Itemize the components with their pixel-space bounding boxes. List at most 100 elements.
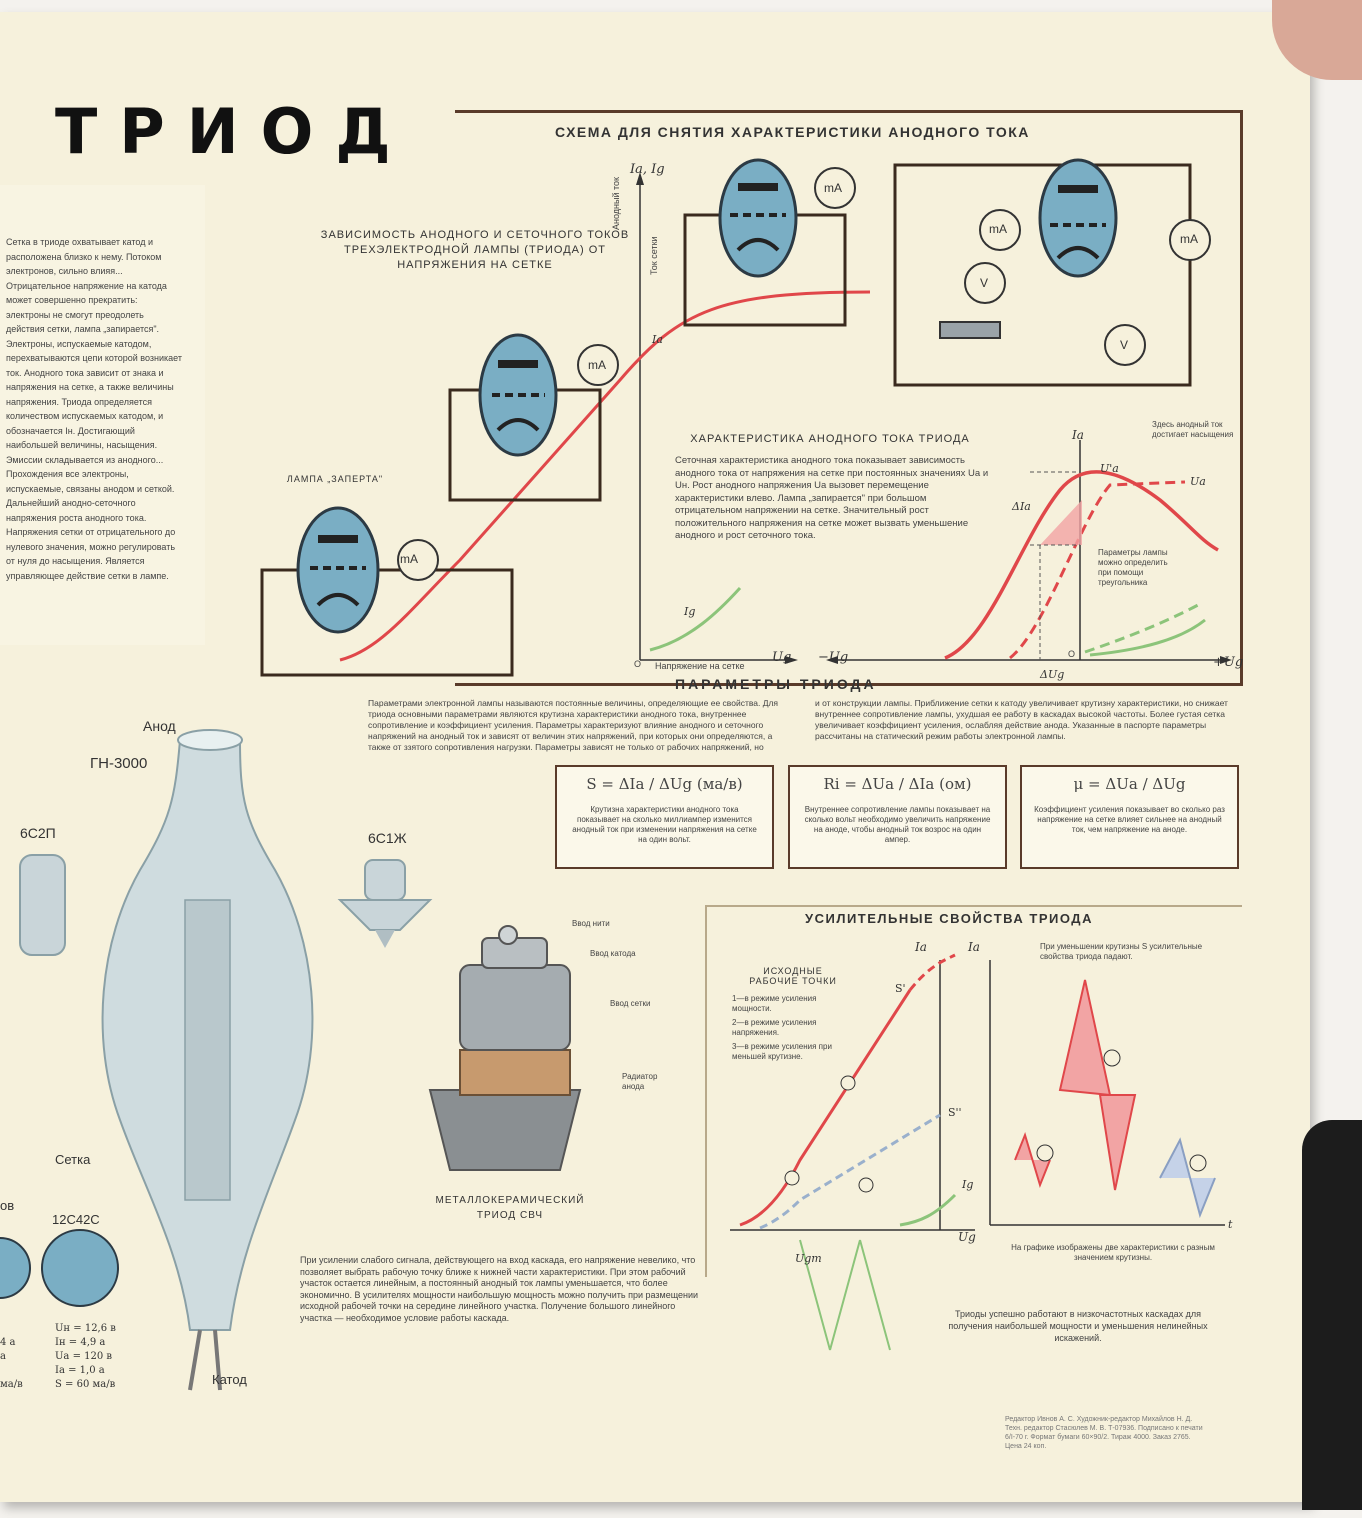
formula-slope: S = ΔIа / ΔUg (ма/в) xyxy=(586,775,743,793)
amp-slope-note: При уменьшении крутизны S усилительные с… xyxy=(1040,942,1203,961)
grid-label: Сетка xyxy=(55,1152,91,1167)
anode-characteristic-graph xyxy=(826,440,1232,664)
delta-ug: ΔUg xyxy=(1040,668,1065,681)
spec-ia: Iа = 1,0 а xyxy=(55,1365,105,1376)
amp-frame xyxy=(705,905,1242,1277)
ua-label: Uа xyxy=(1190,475,1206,488)
gn3000-label: ГН-3000 xyxy=(90,755,148,772)
triangle-note: Параметры лампы можно определить при пом… xyxy=(1098,548,1168,587)
dependency-caption: ЗАВИСИМОСТЬ АНОДНОГО И СЕТОЧНОГО ТОКОВ Т… xyxy=(320,229,630,271)
axis-ig-curve: Ig xyxy=(684,605,696,618)
measurement-circuit xyxy=(893,158,1211,387)
6s1zh-tube xyxy=(337,859,433,948)
left-description: Сетка в триоде охватывает катод и распол… xyxy=(6,235,184,583)
s-double: S'' xyxy=(948,1106,962,1119)
plus-ug: +Ug xyxy=(1213,655,1244,670)
amp-title: УСИЛИТЕЛЬНЫЕ СВОЙСТВА ТРИОДА xyxy=(805,911,1093,926)
axis-zero: O xyxy=(634,659,642,669)
formula-gain-text: Коэффициент усиления показывает во сколь… xyxy=(1034,805,1225,834)
ceramic-title: МЕТАЛЛОКЕРАМИЧЕСКИЙ ТРИОД СВЧ xyxy=(435,1195,585,1221)
amp-axis-ia-2: Iа xyxy=(968,940,980,954)
spec-uh: Uн = 12,6 в xyxy=(55,1323,116,1334)
axis-voltage: Напряжение на сетке xyxy=(655,661,745,671)
amp-final-note: Триоды успешно работают в низкочастотных… xyxy=(948,1309,1208,1343)
ceramic-triode xyxy=(428,925,582,1171)
ma-label-4: mA xyxy=(989,222,1007,236)
6s2p-label: 6С2П xyxy=(20,825,56,841)
lead-grid: Ввод сетки xyxy=(610,999,651,1008)
amp-axis-ia-1: Iа xyxy=(915,940,927,954)
ma-label-3: mA xyxy=(824,181,842,195)
amp-graph-note: На графике изображены две характеристики… xyxy=(1011,1243,1215,1262)
t-axis-label: t xyxy=(1228,1218,1233,1231)
tube-middle xyxy=(448,333,619,502)
anode-label: Анод xyxy=(143,718,176,734)
amp-axis-ug: Ug xyxy=(958,1230,976,1244)
lead-filament: Ввод нити xyxy=(572,919,610,928)
amp-axis-ig: Ig xyxy=(962,1178,974,1191)
formula-resistance: Ri = ΔUа / ΔIа (ом) xyxy=(823,775,972,793)
ma-label-1: mA xyxy=(400,552,418,566)
grid-current-curve xyxy=(649,586,742,652)
delta-ia: ΔIа xyxy=(1012,500,1031,513)
dark-object-edge xyxy=(1302,1120,1362,1510)
axis-ia-ig: Iа, Ig xyxy=(630,162,665,177)
cathode-label: Катод xyxy=(212,1372,247,1387)
axis-ug: Ug xyxy=(772,650,792,665)
circuit-frame xyxy=(455,110,1243,686)
amp-point-3: 3—в режиме усиления при меньшей крутизне… xyxy=(732,1042,832,1061)
anode-char-text: Сеточная характеристика анодного тока по… xyxy=(675,455,989,541)
amplification-graph xyxy=(730,953,1225,1351)
saturation-note: Здесь анодный ток достигает насыщения xyxy=(1152,420,1234,439)
left-text-panel xyxy=(0,185,205,645)
amp-points-title: ИСХОДНЫЕ РАБОЧИЕ ТОЧКИ xyxy=(749,966,837,986)
imprint-text: Редактор Ивнов А. С. Художник-редактор М… xyxy=(1005,1416,1203,1450)
axis-grid-current: Ток сетки xyxy=(649,236,659,275)
ma-label-2: mA xyxy=(588,358,606,372)
ma-label-5: mA xyxy=(1180,232,1198,246)
s-prime: S' xyxy=(895,982,906,995)
volt-label-2: V xyxy=(1120,338,1129,352)
formula-gain: μ = ΔUа / ΔUg xyxy=(1073,775,1186,793)
slope-box: S = ΔIа / ΔUg (ма/в) Крутизна характерис… xyxy=(555,765,774,869)
anode-char-title: ХАРАКТЕРИСТИКА АНОДНОГО ТОКА ТРИОДА xyxy=(690,433,970,445)
spec-left-1: 4 а xyxy=(0,1337,16,1348)
lamp-locked-label: ЛАМПА „ЗАПЕРТА" xyxy=(286,474,384,484)
axis-ia-right: Iа xyxy=(1072,428,1084,442)
minus-ug: −Ug xyxy=(818,650,849,665)
spec-left-3: ма/в xyxy=(0,1379,23,1390)
circuit-title: СХЕМА ДЛЯ СНЯТИЯ ХАРАКТЕРИСТИКИ АНОДНОГО… xyxy=(555,124,1030,140)
tube-locked xyxy=(260,506,514,677)
params-text-left: Параметрами электронной лампы называются… xyxy=(368,698,779,752)
volt-label-1: V xyxy=(980,276,989,290)
6s1zh-label: 6С1Ж xyxy=(368,830,407,846)
truncated-tube-label: ов xyxy=(0,1198,15,1213)
resistance-box: Ri = ΔUа / ΔIа (ом) Внутреннее сопротивл… xyxy=(788,765,1007,869)
formula-resistance-text: Внутреннее сопротивление лампы показывае… xyxy=(804,805,991,844)
anode-current-curve xyxy=(339,290,871,662)
spec-ua: Uа = 120 в xyxy=(55,1351,113,1362)
params-title: ПАРАМЕТРЫ ТРИОДА xyxy=(675,676,877,692)
amp-point-2: 2—в режиме усиления напряжения. xyxy=(732,1018,817,1037)
gn3000-tube xyxy=(101,729,314,1391)
12s42s-label: 12С42С xyxy=(52,1212,100,1227)
page-title: ТРИОД xyxy=(55,95,413,168)
12s42s-socket xyxy=(0,1229,119,1307)
amp-point-1: 1—в режиме усиления мощности. xyxy=(732,994,817,1013)
axis-ia-curve: Iа xyxy=(652,333,663,346)
tube-specs-left: 4 а а ма/в xyxy=(0,1336,23,1392)
gain-box: μ = ΔUа / ΔUg Коэффициент усиления показ… xyxy=(1020,765,1239,869)
amp-text: При усилении слабого сигнала, действующе… xyxy=(300,1255,699,1323)
params-text-right: и от конструкции лампы. Приближение сетк… xyxy=(815,698,1228,741)
6s2p-tube xyxy=(19,854,66,956)
tube-open xyxy=(683,158,856,327)
ugm-label: Ugm xyxy=(795,1252,822,1265)
left-description-text: Сетка в триоде охватывает катод и распол… xyxy=(6,237,182,581)
axis-zero-right: O xyxy=(1068,649,1076,659)
lead-cathode: Ввод катода xyxy=(590,949,636,958)
formula-slope-text: Крутизна характеристики анодного тока по… xyxy=(572,805,757,844)
radiator-label: Радиатор анода xyxy=(622,1072,658,1091)
tube-specs: Uн = 12,6 в Iн = 4,9 а Uа = 120 в Iа = 1… xyxy=(55,1322,116,1392)
spec-s: S = 60 ма/в xyxy=(55,1379,116,1390)
